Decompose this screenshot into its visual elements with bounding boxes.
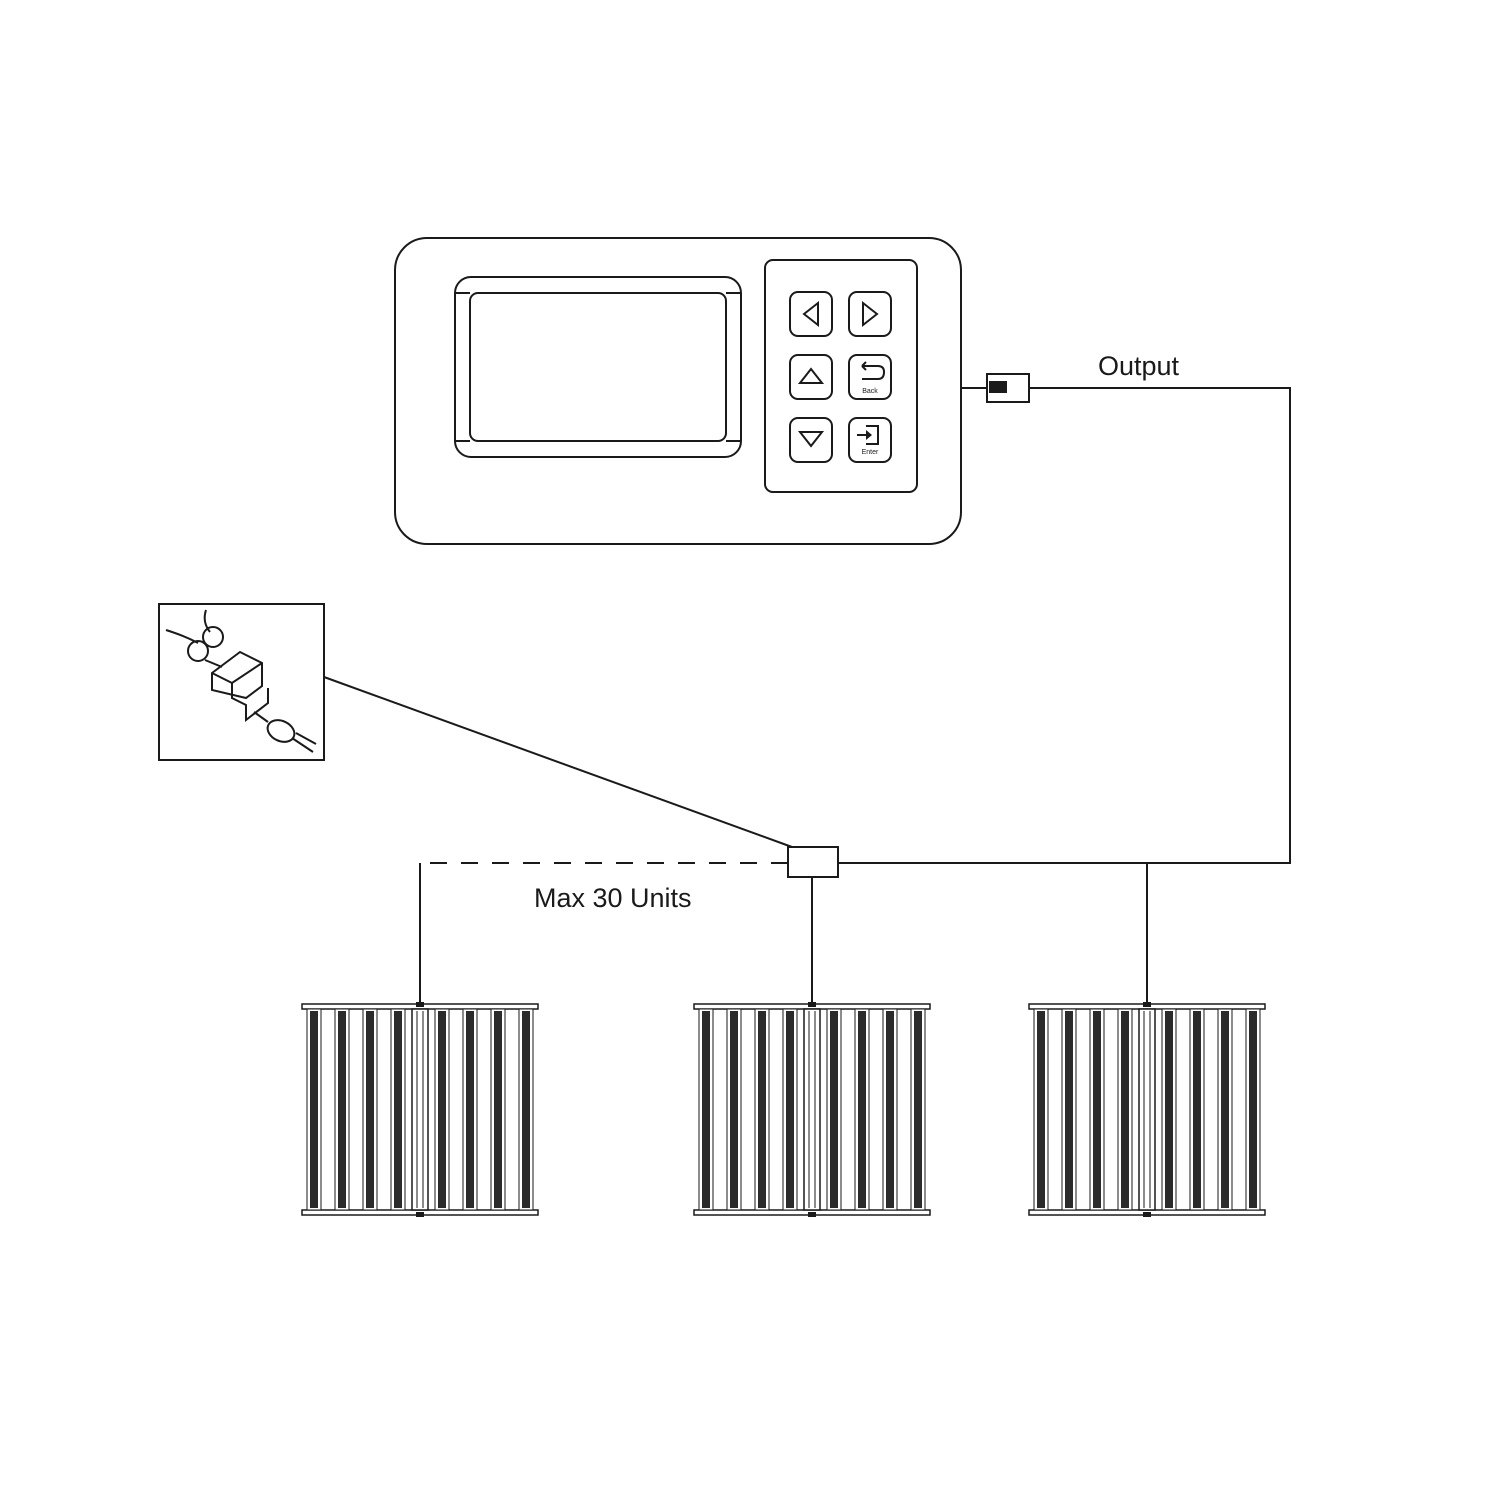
enter-key[interactable]: Enter — [848, 417, 892, 463]
led-bar — [1165, 1011, 1173, 1208]
display-screen — [454, 276, 742, 458]
led-bar — [394, 1011, 402, 1208]
led-bar — [830, 1011, 838, 1208]
max-units-label: Max 30 Units — [534, 883, 692, 913]
enter-icon — [857, 425, 879, 445]
fixture-center-spine — [411, 1008, 429, 1211]
enter-key-caption: Enter — [862, 449, 879, 456]
led-bar — [1121, 1011, 1129, 1208]
led-bar — [758, 1011, 766, 1208]
led-bar — [858, 1011, 866, 1208]
light-fixture-1 — [301, 1002, 539, 1217]
led-bar — [1093, 1011, 1101, 1208]
led-bar — [338, 1011, 346, 1208]
down-key[interactable] — [789, 417, 833, 463]
led-bar — [1065, 1011, 1073, 1208]
led-bar — [494, 1011, 502, 1208]
fixture-bottom-mount — [808, 1212, 816, 1217]
output-cable — [838, 387, 1291, 864]
right-key[interactable] — [848, 291, 892, 337]
fixture-bottom-mount — [416, 1212, 424, 1217]
led-bar — [1221, 1011, 1229, 1208]
light-fixture-2 — [693, 1002, 931, 1217]
controller-unit: Back Enter — [394, 237, 962, 545]
arrow-right-icon — [862, 300, 879, 328]
fixture-center-spine — [803, 1008, 821, 1211]
back-return-icon — [861, 361, 886, 380]
up-key[interactable] — [789, 354, 833, 400]
led-bar — [366, 1011, 374, 1208]
light-fixtures — [301, 1002, 1266, 1217]
led-bar — [914, 1011, 922, 1208]
led-bar — [730, 1011, 738, 1208]
callout-leader-line — [323, 676, 793, 848]
arrow-left-icon — [802, 300, 819, 328]
arrow-down-icon — [797, 431, 825, 448]
led-bar — [702, 1011, 710, 1208]
fixture-bottom-mount — [1143, 1212, 1151, 1217]
output-label: Output — [1098, 351, 1180, 381]
light-fixture-3 — [1028, 1002, 1266, 1217]
output-port — [961, 373, 1030, 403]
led-bar — [1249, 1011, 1257, 1208]
left-key[interactable] — [789, 291, 833, 337]
led-bar — [886, 1011, 894, 1208]
back-key-caption: Back — [862, 388, 878, 395]
led-bar — [1037, 1011, 1045, 1208]
led-bar — [466, 1011, 474, 1208]
back-key[interactable]: Back — [848, 354, 892, 400]
controller-housing — [394, 237, 962, 545]
daisy-chain-dashed-cable — [419, 862, 788, 1003]
plug-connector-icon — [165, 609, 317, 753]
led-bar — [310, 1011, 318, 1208]
connector-detail-inset — [158, 603, 793, 848]
led-bar — [522, 1011, 530, 1208]
fixture-top-mount — [808, 1002, 816, 1007]
fixture-top-mount — [416, 1002, 424, 1007]
arrow-up-icon — [797, 367, 825, 384]
fixture-top-mount — [1143, 1002, 1151, 1007]
splitter-box — [787, 846, 839, 878]
led-bar — [438, 1011, 446, 1208]
led-bar — [1193, 1011, 1201, 1208]
fixture-center-spine — [1138, 1008, 1156, 1211]
led-bar — [786, 1011, 794, 1208]
keypad: Back Enter — [764, 259, 918, 493]
